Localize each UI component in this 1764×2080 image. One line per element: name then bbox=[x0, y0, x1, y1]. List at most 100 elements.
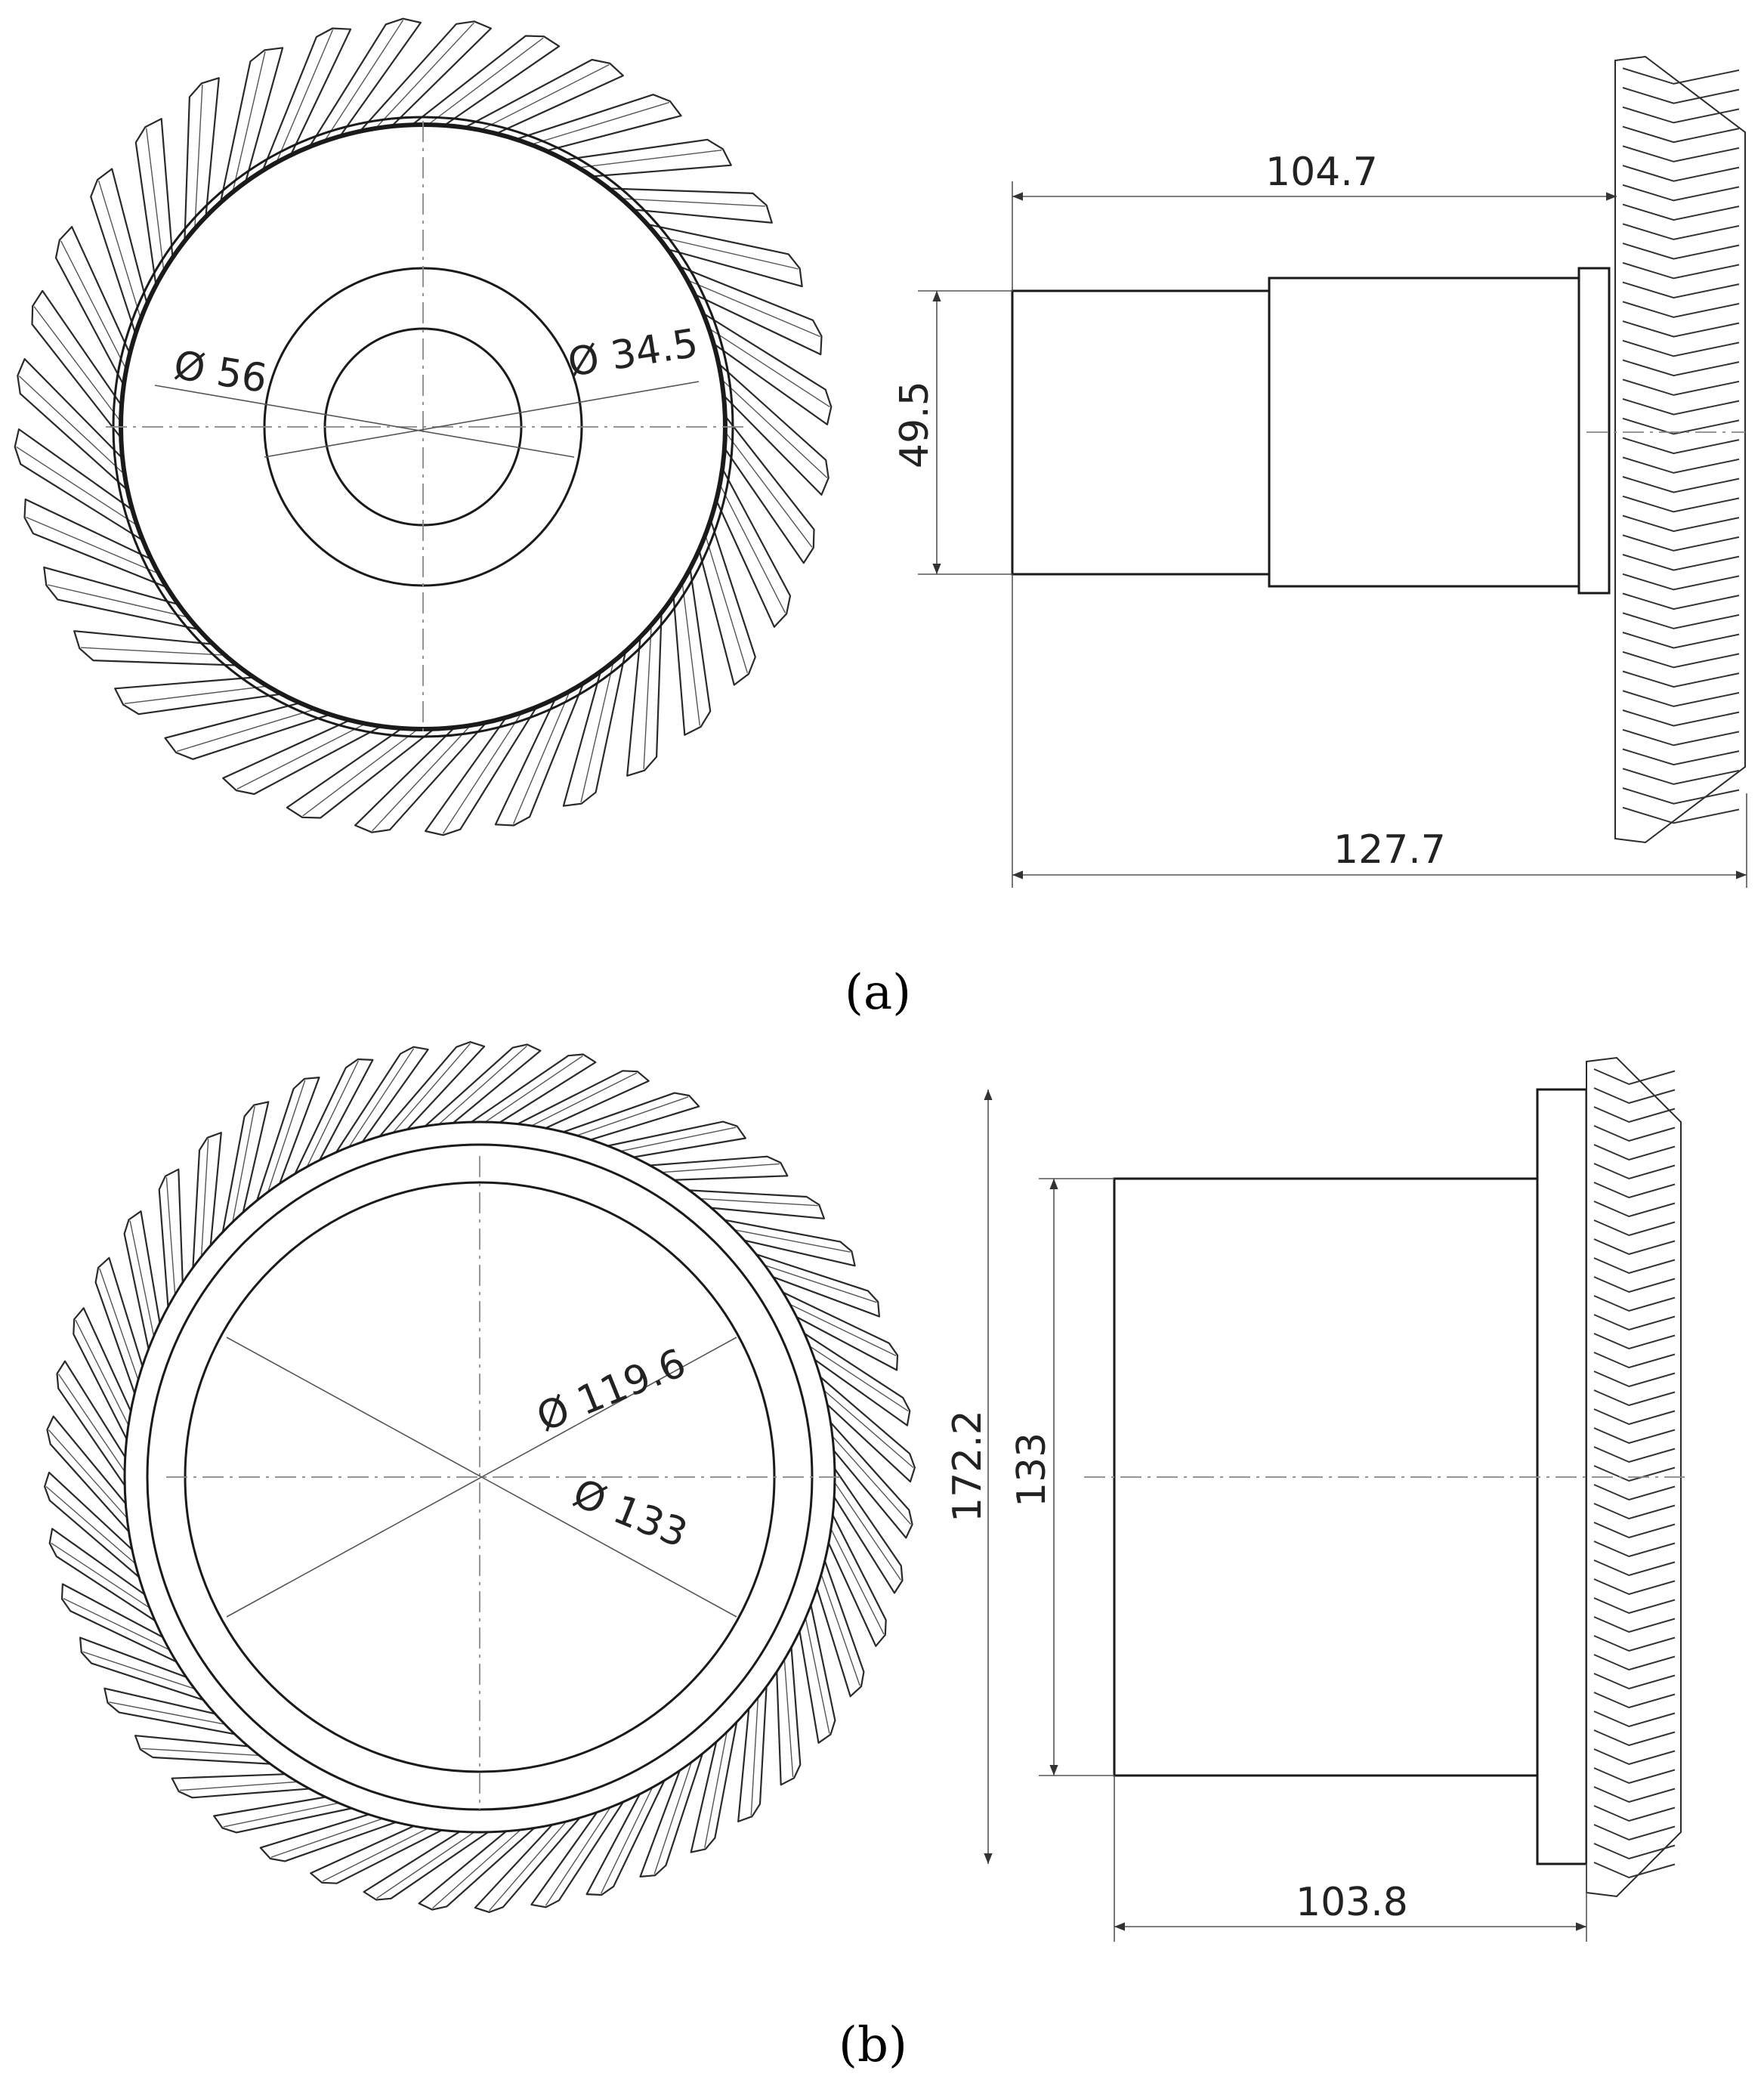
gear-b-tooth-ridge bbox=[830, 1476, 902, 1581]
gear-a-bevel-tooth-line bbox=[1622, 787, 1740, 805]
gear-a-tooth-ridge bbox=[230, 51, 266, 199]
gear-b-bevel-tooth-line bbox=[1593, 1371, 1676, 1388]
gear-a-bevel-tooth-line bbox=[1622, 339, 1740, 357]
gear-a-front-view: Ø 56 Ø 34.5 bbox=[14, 17, 833, 836]
gear-b-tooth-ridge bbox=[223, 1800, 346, 1828]
gear-a-bevel-teeth bbox=[1614, 55, 1746, 844]
gear-b-bevel-tooth-line bbox=[1593, 1125, 1676, 1142]
gear-b-tooth-ridge bbox=[432, 1825, 527, 1909]
caption-b-letter: b bbox=[857, 2017, 888, 2073]
gear-a-bevel-tooth-line bbox=[1622, 592, 1740, 610]
gear-a-tooth-ridge bbox=[370, 22, 474, 134]
gear-a-bevel-tooth-line bbox=[1622, 515, 1740, 533]
gear-b-bevel-tooth-line bbox=[1593, 1862, 1676, 1879]
gear-a-bevel-tooth-line bbox=[1622, 223, 1740, 240]
gear-a-tooth-ridge bbox=[651, 234, 799, 270]
gear-b-bevel-tooth-line bbox=[1593, 1767, 1676, 1785]
gear-b-bevel-tooth-line bbox=[1593, 1465, 1676, 1482]
gear-a-bevel-tooth-line bbox=[1622, 165, 1740, 182]
gear-a-diameter-line-2 bbox=[264, 381, 700, 458]
gear-b-tooth-ridge bbox=[230, 1106, 255, 1229]
gear-a-bevel-tooth-line bbox=[1622, 456, 1740, 474]
gear-b-bevel-tooth-line bbox=[1593, 1616, 1676, 1633]
gear-b-bevel-tooth-line bbox=[1593, 1824, 1676, 1841]
gear-a-tooth-ridge bbox=[681, 277, 820, 338]
gear-b-tooth-ridge bbox=[655, 1163, 780, 1173]
gear-a-tooth-ridge bbox=[643, 618, 653, 770]
gear-a-teeth bbox=[14, 17, 833, 836]
gear-a-tooth-ridge bbox=[273, 29, 334, 169]
dim-103-8-label: 103.8 bbox=[1296, 1880, 1408, 1925]
gear-b-tooth-ridge bbox=[488, 1816, 571, 1912]
gear-a-bevel-tooth-line bbox=[1622, 261, 1740, 280]
gear-a-tooth-ridge bbox=[614, 197, 766, 207]
gear-a-bevel-tooth-line bbox=[1622, 651, 1740, 669]
gear-b-bevel-tooth-line bbox=[1593, 1503, 1676, 1520]
gear-b-tooth-ridge bbox=[82, 1651, 202, 1692]
gear-a-tooth-ridge bbox=[703, 324, 830, 408]
gear-b-bevel-tooth-line bbox=[1593, 1201, 1676, 1218]
gear-b-front-view: Ø 119.6 Ø 133 bbox=[44, 1041, 916, 1913]
gear-a-tooth-ridge bbox=[80, 647, 232, 657]
gear-b-tooth-ridge bbox=[827, 1430, 912, 1525]
gear-b-tooth-ridge bbox=[200, 1139, 209, 1263]
dim-127-7-label: 127.7 bbox=[1333, 827, 1446, 873]
gear-b-tooth-ridge bbox=[728, 1228, 851, 1253]
gear-b-bevel-tooth-line bbox=[1593, 1389, 1676, 1407]
gear-b-tooth-ridge bbox=[75, 1319, 132, 1432]
gear-b-bevel-tooth-line bbox=[1593, 1541, 1676, 1558]
gear-a-tooth-ridge bbox=[18, 376, 130, 480]
gear-b-tooth-ridge bbox=[265, 1080, 306, 1199]
gear-b-tooth-ridge bbox=[783, 1300, 897, 1357]
gear-b-tooth-ridge bbox=[99, 1268, 141, 1386]
gear-b-tooth-ridge bbox=[322, 1825, 434, 1882]
gear-a-tooth-ridge bbox=[60, 240, 130, 376]
gear-b-tooth-ridge bbox=[818, 1568, 860, 1686]
gear-a-tooth-ridge bbox=[703, 528, 749, 674]
gear-b-bevel-tooth-line bbox=[1593, 1408, 1676, 1426]
gear-b-tooth-ridge bbox=[51, 1542, 156, 1612]
gear-a-bevel-tooth-line bbox=[1622, 125, 1740, 144]
gear-b-bevel-tooth-line bbox=[1593, 1144, 1676, 1161]
gear-a-shaft-section bbox=[1011, 289, 1271, 576]
gear-a-tooth-ridge bbox=[302, 725, 424, 817]
gear-b-bevel-tooth-line bbox=[1593, 1182, 1676, 1199]
gear-b-bevel-tooth-line bbox=[1593, 1106, 1676, 1123]
gear-a-tooth-ridge bbox=[442, 706, 526, 834]
gear-b-bevel-tooth-line bbox=[1593, 1522, 1676, 1539]
gear-a-bevel-tooth-line bbox=[1622, 203, 1740, 221]
gear-b-bevel-tooth-line bbox=[1593, 1673, 1676, 1690]
gear-b-bevel-tooth-line bbox=[1593, 1295, 1676, 1312]
gear-a-tooth-ridge bbox=[193, 84, 203, 236]
gear-a-tooth-ridge bbox=[372, 720, 476, 832]
gear-a-bevel-tooth-line bbox=[1622, 573, 1740, 591]
gear-b-tooth-ridge bbox=[479, 1055, 583, 1127]
gear-a-bevel-tooth-line bbox=[1622, 301, 1740, 318]
gear-a-bevel-tooth-line bbox=[1622, 184, 1740, 202]
gear-a-bevel-tooth-line bbox=[1622, 281, 1740, 299]
gear-a-bevel-tooth-line bbox=[1622, 612, 1740, 629]
gear-b-bevel-tooth-line bbox=[1593, 1314, 1676, 1331]
gear-b-bevel-tooth-line bbox=[1593, 1692, 1676, 1709]
gear-b-tooth-ridge bbox=[818, 1386, 914, 1469]
gear-b-tooth-ridge bbox=[63, 1597, 176, 1654]
gear-b-bevel-tooth-line bbox=[1593, 1805, 1676, 1822]
gear-a-tooth-ridge bbox=[512, 685, 573, 824]
gear-a-bevel-tooth-line bbox=[1622, 534, 1740, 552]
gear-a-tooth-ridge bbox=[33, 306, 125, 428]
dim-49-5-label: 49.5 bbox=[892, 381, 938, 468]
gear-b-bevel-tooth-line bbox=[1593, 1597, 1676, 1615]
gear-b-bevel-tooth-line bbox=[1593, 1748, 1676, 1766]
gear-b-tooth-ridge bbox=[48, 1429, 132, 1524]
gear-a-tooth-ridge bbox=[16, 446, 144, 530]
gear-b-bevel-tooth-line bbox=[1593, 1163, 1676, 1180]
gear-a-tooth-ridge bbox=[97, 180, 144, 326]
gear-b-tooth-ridge bbox=[827, 1522, 885, 1635]
gear-a-tooth-ridge bbox=[716, 478, 786, 613]
gear-b-tooth-ridge bbox=[109, 1701, 232, 1726]
gear-b-bevel-tooth-line bbox=[1593, 1711, 1676, 1728]
gear-b-bevel-tooth-line bbox=[1593, 1427, 1676, 1445]
gear-b-bevel-tooth-line bbox=[1593, 1087, 1676, 1105]
gear-b-bevel-tooth-line bbox=[1593, 1843, 1676, 1860]
gear-b-bevel-tooth-line bbox=[1593, 1786, 1676, 1803]
